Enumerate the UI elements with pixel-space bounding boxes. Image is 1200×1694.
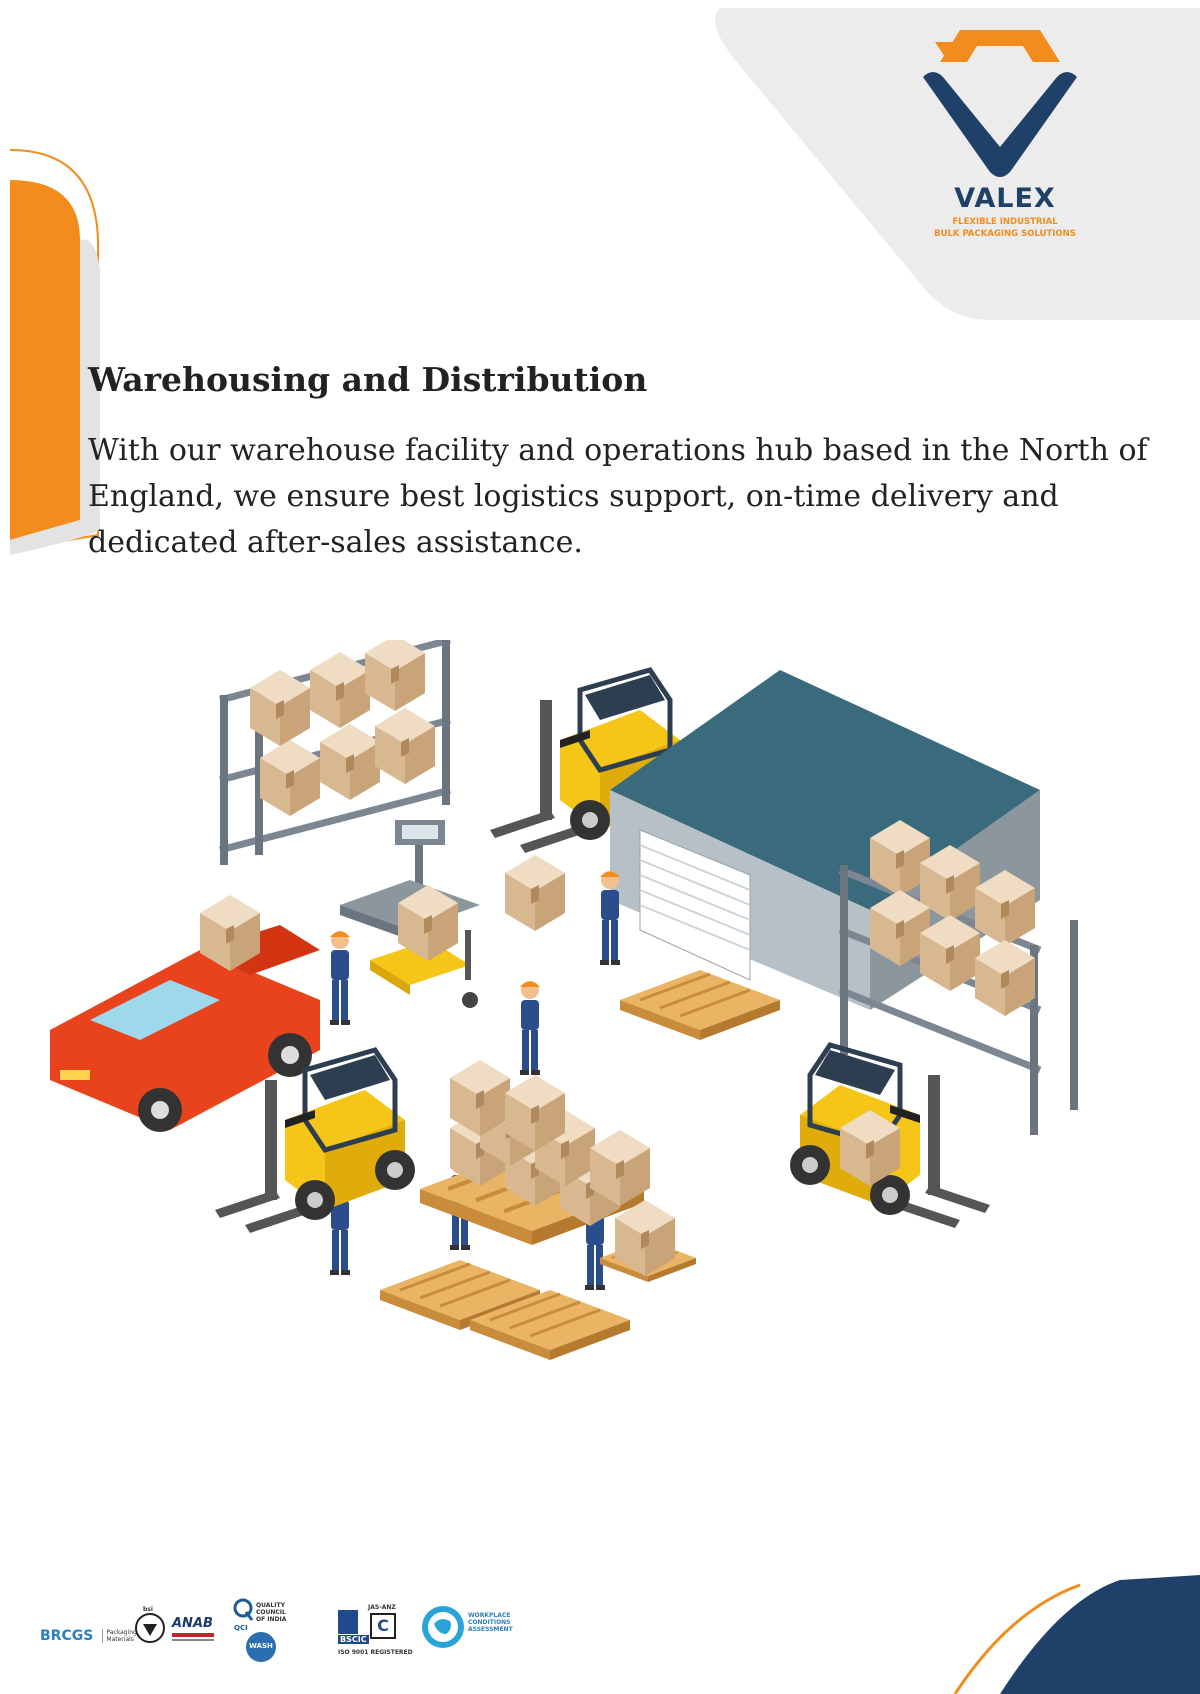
brand-tagline-line2: BULK PACKAGING SOLUTIONS [934, 229, 1076, 239]
bscic-name: BSCIC [338, 1635, 369, 1644]
bsi-label: bsi [143, 1606, 153, 1613]
qci-mark-icon [233, 1598, 254, 1621]
anab-name: ANAB [172, 1616, 213, 1631]
brcgs-label-2: Materials [106, 1635, 134, 1643]
qci-label-1: QUALITY COUNCIL [256, 1602, 286, 1616]
wca-label-1: WORKPLACE [468, 1612, 511, 1619]
iso-label: ISO 9001 REGISTERED [338, 1649, 413, 1656]
anab-logo: ANAB [172, 1616, 214, 1641]
brand-tagline: FLEXIBLE INDUSTRIAL BULK PACKAGING SOLUT… [905, 216, 1105, 240]
section-heading: Warehousing and Distribution [88, 360, 648, 399]
brcgs-label-1: Packaging [106, 1628, 137, 1636]
wca-label-2: CONDITIONS [468, 1619, 511, 1626]
qci-label-2: OF INDIA [256, 1616, 287, 1623]
brcgs-logo: BRCGS Packaging Materials [40, 1625, 137, 1644]
bsi-logo-icon [135, 1613, 165, 1643]
wca-label: WORKPLACE CONDITIONS ASSESSMENT [468, 1612, 513, 1633]
valex-logo-icon [923, 30, 1077, 177]
wca-globe-icon [422, 1606, 464, 1648]
brcgs-name: BRCGS [40, 1628, 94, 1644]
brand-name: VALEX [954, 183, 1056, 214]
section-paragraph: With our warehouse facility and operatio… [88, 433, 1148, 560]
wca-label-3: ASSESSMENT [468, 1626, 513, 1633]
brand-tagline-line1: FLEXIBLE INDUSTRIAL [952, 217, 1058, 227]
warehouse-illustration-icon [50, 640, 1078, 1362]
wash-badge: WASH [249, 1642, 273, 1650]
jasanz-label: JAS-ANZ [368, 1604, 396, 1611]
qci-name: QCI [234, 1624, 248, 1632]
